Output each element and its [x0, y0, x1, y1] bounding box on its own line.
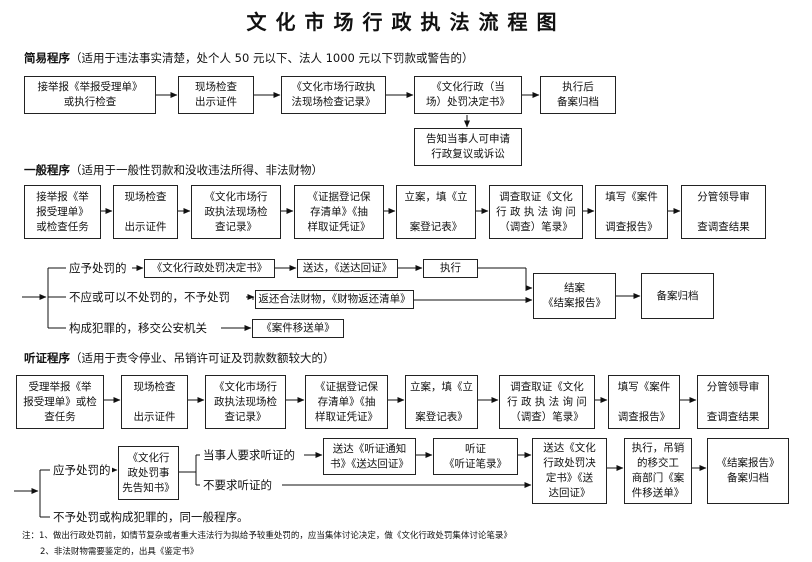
simple-step-decision: 《文化行政（当 场）处罚决定书》: [414, 76, 522, 114]
general-branch-punish: 应予处罚的: [68, 261, 128, 275]
hearing-doc-deliver: 送达《文化 行政处罚决 定书》《送 达回证》: [532, 438, 607, 504]
simple-procedure-heading: 简易程序（适用于违法事实清楚，处个人 50 元以下、法人 1000 元以下罚款或…: [24, 50, 474, 66]
hearing-step-evidence: 《证据登记保 存清单》《抽 样取证凭证》: [305, 375, 388, 429]
general-doc-close: 结案 《结案报告》: [533, 273, 616, 319]
general-procedure-heading: 一般程序（适用于一般性罚款和没收违法所得、非法财物）: [24, 162, 323, 178]
general-step-evidence: 《证据登记保 存清单》《抽 样取证凭证》: [294, 185, 384, 239]
general-step-report-write: 填写《案件 调查报告》: [595, 185, 668, 239]
general-heading-label: 一般程序: [24, 163, 70, 177]
general-step-investigation: 调查取证《文化 行 政 执 法 询 问 （调查）笔录》: [489, 185, 583, 239]
hearing-doc-hearing-notice: 送达《听证通知 书》《送达回证》: [323, 438, 416, 475]
general-branch-no-punish: 不应或可以不处罚的，不予处罚: [68, 290, 231, 304]
simple-heading-label: 简易程序: [24, 51, 70, 65]
general-step-record: 《文化市场行 政执法现场检 查记录》: [191, 185, 281, 239]
general-step-filing: 立案，填《立 案登记表》: [396, 185, 476, 239]
hearing-branch-request: 当事人要求听证的: [202, 448, 296, 462]
simple-step-report: 接举报《举报受理单》 或执行检查: [24, 76, 156, 114]
general-doc-transfer: 《案件移送单》: [252, 319, 344, 338]
general-step-inspection: 现场检查 出示证件: [113, 185, 178, 239]
simple-step-record: 《文化市场行政执 法现场检查记录》: [281, 76, 386, 114]
general-doc-decision: 《文化行政处罚决定书》: [144, 259, 275, 278]
hearing-step-investigation: 调查取证《文化 行 政 执 法 询 问 （调查）笔录》: [499, 375, 595, 429]
hearing-procedure-heading: 听证程序（适用于责令停业、吊销许可证及罚款数额较大的）: [24, 350, 335, 366]
simple-notice-appeal: 告知当事人可申请 行政复议或诉讼: [414, 128, 522, 166]
general-doc-archive: 备案归档: [641, 273, 714, 319]
hearing-doc-hearing: 听证 《听证笔录》: [433, 438, 518, 475]
hearing-heading-desc: （适用于责令停业、吊销许可证及罚款数额较大的）: [70, 351, 335, 365]
hearing-heading-label: 听证程序: [24, 351, 70, 365]
general-branch-crime: 构成犯罪的，移交公安机关: [68, 321, 208, 335]
general-doc-deliver: 送达，《送达回证》: [297, 259, 398, 278]
hearing-doc-close: 《结案报告》 备案归档: [707, 438, 789, 504]
hearing-step-report-write: 填写《案件 调查报告》: [608, 375, 680, 429]
footnote-2: 2、非法财物需要鉴定的，出具《鉴定书》: [40, 547, 199, 557]
general-step-review: 分管领导审 查调查结果: [681, 185, 766, 239]
hearing-branch-other: 不予处罚或构成犯罪的，同一般程序。: [52, 510, 250, 524]
simple-heading-desc: （适用于违法事实清楚，处个人 50 元以下、法人 1000 元以下罚款或警告的）: [70, 51, 474, 65]
hearing-step-inspection: 现场检查 出示证件: [121, 375, 188, 429]
footnote-1: 注：1、做出行政处罚前，如情节复杂或者重大违法行为拟给予较重处罚的，应当集体讨论…: [22, 531, 512, 541]
general-doc-execute: 执行: [423, 259, 478, 278]
hearing-doc-prior-notice: 《文化行 政处罚事 先告知书》: [118, 446, 179, 500]
page-title: 文化市场行政执法流程图: [246, 10, 566, 34]
hearing-doc-execute: 执行，吊销 的移交工 商部门《案 件移送单》: [624, 438, 692, 504]
hearing-step-record: 《文化市场行 政执法现场检 查记录》: [205, 375, 286, 429]
general-heading-desc: （适用于一般性罚款和没收违法所得、非法财物）: [70, 163, 323, 177]
general-doc-return: 返还合法财物，《财物返还清单》: [255, 290, 414, 309]
simple-step-archive: 执行后 备案归档: [540, 76, 616, 114]
hearing-branch-punish: 应予处罚的: [52, 463, 112, 477]
simple-step-inspection: 现场检查 出示证件: [178, 76, 254, 114]
hearing-step-review: 分管领导审 查调查结果: [697, 375, 769, 429]
hearing-step-report: 受理举报《举 报受理单》或检 查任务: [16, 375, 104, 429]
hearing-branch-no-request: 不要求听证的: [202, 478, 273, 492]
hearing-step-filing: 立案，填《立 案登记表》: [405, 375, 478, 429]
general-step-report: 接举报《举 报受理单》 或检查任务: [24, 185, 101, 239]
